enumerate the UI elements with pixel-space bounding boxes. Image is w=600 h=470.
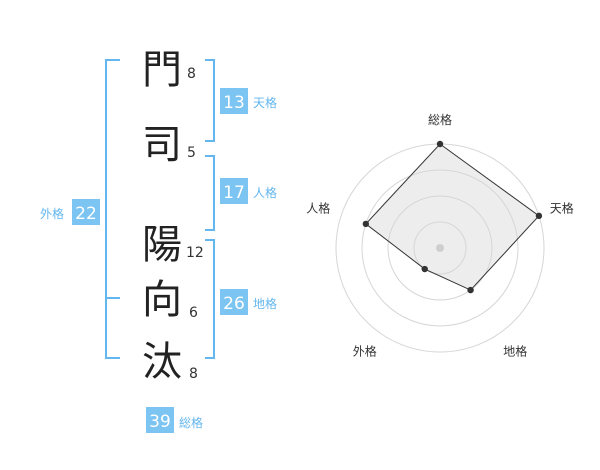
chikaku-value: 26 [223, 294, 245, 314]
tenkaku-badge [220, 88, 248, 114]
radar-axis-label-1: 総格 [428, 112, 452, 127]
soukaku-label: 総格 [179, 415, 203, 430]
radar-point-2 [535, 212, 543, 220]
bracket-lines [105, 59, 215, 359]
chikaku-label: 地格 [253, 296, 277, 311]
name-char-4: 向 [142, 277, 182, 323]
tenkaku-value: 13 [223, 93, 245, 113]
name-char-5: 汰 [142, 339, 182, 385]
radar-axis-label-5: 人格 [306, 200, 330, 215]
chikaku-bracket [205, 239, 215, 359]
name-char-1: 門 [142, 47, 182, 93]
gaikaku-value: 22 [75, 204, 97, 224]
jinkaku-value: 17 [223, 183, 245, 203]
soukaku-badge [146, 407, 174, 433]
stroke-counts: 8 5 12 6 8 [186, 66, 204, 382]
jinkaku-badge [220, 178, 248, 204]
stroke-count-5: 8 [189, 366, 198, 382]
stroke-count-1: 8 [187, 66, 196, 82]
radar-axis-label-3: 地格 [503, 344, 527, 359]
gaikaku-label: 外格 [40, 206, 64, 221]
tenkaku-label: 天格 [253, 95, 277, 110]
tenkaku-bracket [205, 59, 215, 142]
gaikaku-badge [72, 199, 100, 225]
radar-point-1 [436, 140, 444, 148]
name-char-2: 司 [142, 122, 182, 168]
radar-rings [335, 143, 545, 353]
radar-ring-3 [361, 169, 519, 327]
radar-point-5 [362, 220, 370, 228]
radar-axis-label-4: 外格 [353, 344, 377, 359]
name-char-3: 陽 [142, 222, 182, 268]
stroke-count-3: 12 [186, 245, 204, 261]
radar-axis-label-2: 天格 [550, 200, 574, 215]
jinkaku-label: 人格 [253, 185, 277, 200]
radar-data-area [365, 143, 540, 291]
soukaku-value: 39 [149, 412, 171, 432]
chikaku-badge [220, 289, 248, 315]
stroke-count-4: 6 [189, 305, 198, 321]
name-characters: 門 司 陽 向 汰 [142, 47, 182, 385]
radar-point-4 [421, 265, 428, 273]
radar-ring-1 [413, 221, 467, 275]
stroke-count-2: 5 [187, 145, 196, 161]
jinkaku-bracket [205, 155, 215, 231]
radar-point-3 [467, 286, 474, 294]
radar-center-dot [436, 244, 444, 252]
fortune-badges: 13 天格 17 人格 26 地格 22 外格 39 総格 [40, 88, 277, 433]
radar-points [362, 140, 543, 294]
radar-ring-2 [387, 195, 493, 301]
outer-bracket [105, 59, 120, 359]
